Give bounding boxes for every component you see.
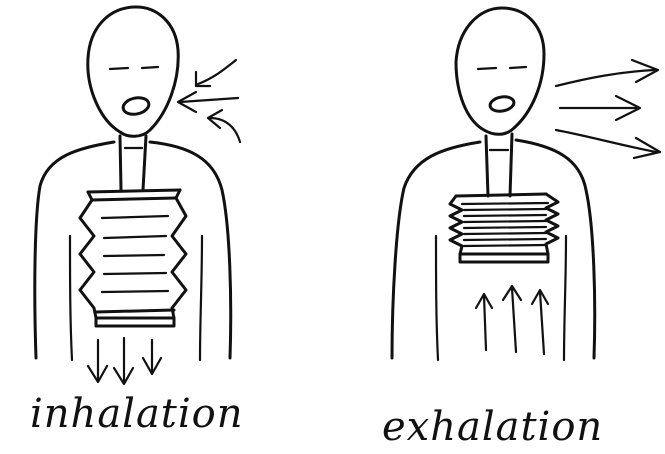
inhalation-caption: inhalation xyxy=(30,391,244,437)
inhalation-eye-right xyxy=(142,67,158,68)
inhalation-arm-right xyxy=(200,236,202,360)
exhalation-head xyxy=(456,8,544,134)
inhalation-mouth xyxy=(122,95,151,116)
inhalation-air-in-arrows xyxy=(178,60,240,142)
exhalation-air-out-arrows xyxy=(556,60,660,158)
exhalation-mouth xyxy=(489,95,515,113)
inhalation-lungs-expanded xyxy=(80,190,186,326)
exhalation-neck-left xyxy=(486,136,488,196)
exhalation-arm-left xyxy=(436,236,438,360)
exhalation-torso-right xyxy=(516,140,595,358)
exhalation-up-arrows xyxy=(476,286,548,354)
exhalation-eye-left xyxy=(478,68,496,69)
inhalation-neck-left xyxy=(120,136,121,190)
exhalation-panel: exhalation xyxy=(382,8,660,450)
exhalation-lungs-contracted xyxy=(450,194,558,262)
exhalation-caption: exhalation xyxy=(382,404,603,450)
inhalation-arm-left xyxy=(70,236,72,360)
inhalation-down-arrows xyxy=(88,338,161,384)
exhalation-neck-right xyxy=(510,134,512,196)
exhalation-eye-right xyxy=(510,67,526,68)
exhalation-arm-right xyxy=(564,236,566,360)
inhalation-neck-right xyxy=(143,136,146,190)
inhalation-head xyxy=(88,7,178,136)
inhalation-eye-left xyxy=(110,68,128,69)
inhalation-panel: inhalation xyxy=(30,7,244,437)
